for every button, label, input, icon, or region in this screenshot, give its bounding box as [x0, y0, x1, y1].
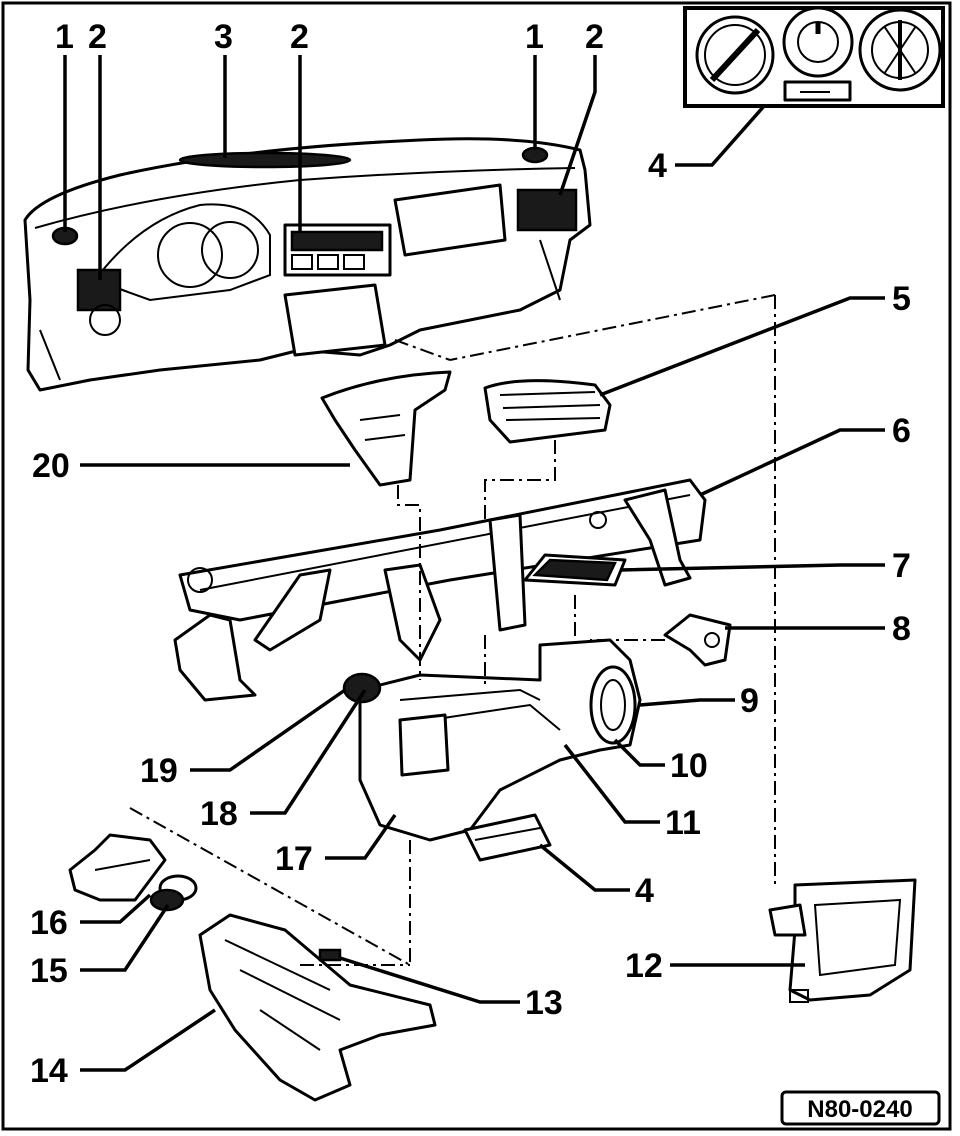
dashboard-panel: [23, 137, 592, 392]
callout-labels: 1 2 3 2 1 2 4 5 20 6 7 8 9 10 11 19 18 1…: [30, 18, 911, 1090]
part-15-grommet: [149, 874, 198, 912]
callout-4: 4: [648, 147, 667, 185]
callout-2: 2: [290, 18, 309, 56]
part-12-blower-housing: [768, 878, 917, 1003]
callout-20: 20: [32, 447, 70, 485]
callout-5: 5: [892, 280, 911, 318]
callout-18: 18: [200, 795, 238, 833]
part-14-footwell-duct: [198, 913, 437, 1102]
callout-14: 14: [30, 1052, 68, 1090]
heater-box-assembly: [342, 638, 642, 862]
callout-13: 13: [525, 984, 563, 1022]
callout-1: 1: [525, 18, 544, 56]
alignment-lines: [129, 294, 776, 966]
part-7-filter: [523, 553, 627, 587]
callout-11: 11: [665, 804, 701, 842]
callout-10: 10: [670, 747, 708, 785]
reference-code-box: N80-0240: [780, 1090, 941, 1126]
callout-12: 12: [625, 947, 663, 985]
part-8-bracket: [663, 613, 732, 667]
callout-19: 19: [140, 752, 178, 790]
callout-16: 16: [30, 904, 68, 942]
callout-9: 9: [740, 682, 759, 720]
leader-lines: [63, 55, 885, 1072]
heater-control-panel-inset: [683, 6, 945, 108]
callout-6: 6: [892, 412, 911, 450]
callout-2: 2: [585, 18, 604, 56]
part-13-clip: [318, 948, 342, 962]
callout-15: 15: [30, 952, 68, 990]
callout-17: 17: [275, 840, 313, 878]
reference-code: N80-0240: [807, 1096, 912, 1123]
part-16-bracket: [68, 833, 167, 902]
callout-2: 2: [88, 18, 107, 56]
callout-7: 7: [892, 547, 911, 585]
part-20-center-duct: [320, 370, 452, 487]
part-6-cross-member: [173, 478, 707, 702]
callout-8: 8: [892, 610, 911, 648]
callout-3: 3: [214, 18, 233, 56]
part-5-air-duct: [483, 379, 612, 444]
callout-1: 1: [55, 18, 74, 56]
callout-4: 4: [635, 872, 654, 910]
